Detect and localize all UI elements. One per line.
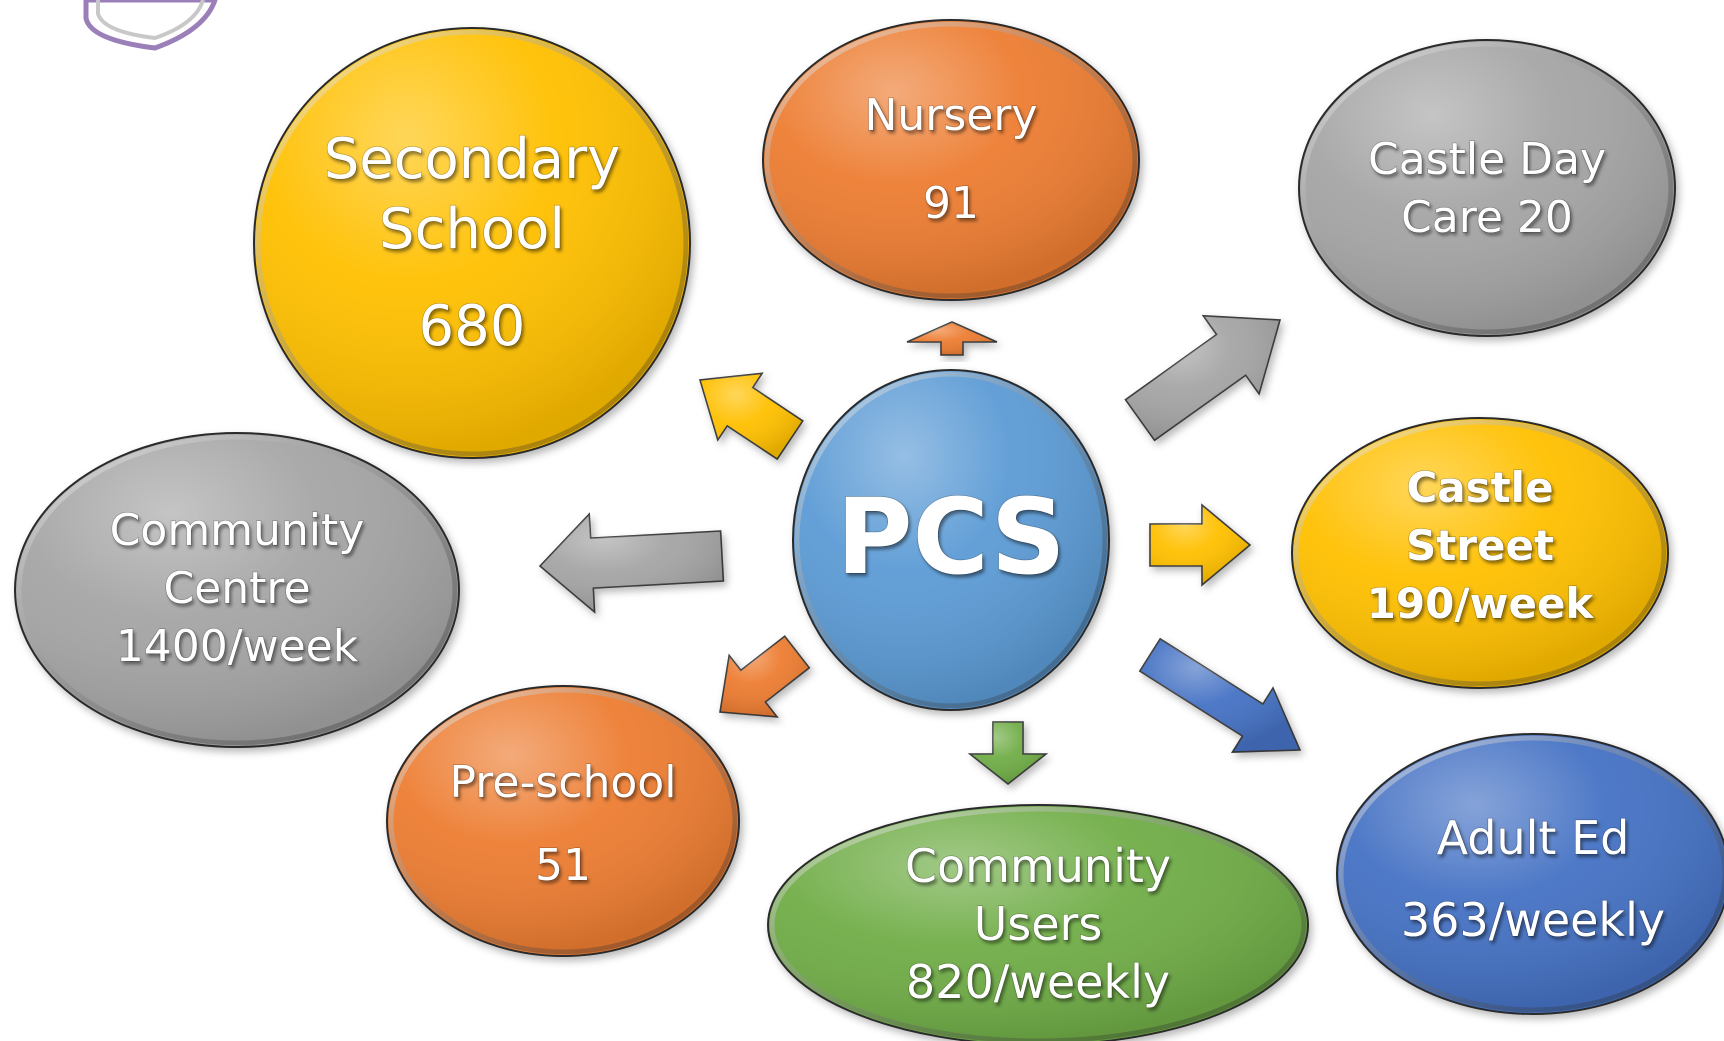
node-secondary-school-line-3: 680	[419, 294, 526, 359]
node-castle-day-care-line-2: Care 20	[1401, 192, 1573, 243]
center-label: PCS	[836, 476, 1065, 598]
arrow-to-nursery	[906, 321, 998, 356]
node-secondary-school-line-2: School	[379, 197, 565, 262]
arrows-layer	[538, 314, 1302, 786]
node-pre-school: Pre-school 51	[386, 685, 740, 957]
node-nursery-line-2: 91	[923, 178, 979, 229]
node-nursery-line-1: Nursery	[864, 90, 1037, 141]
arrow-to-preschool	[719, 635, 811, 718]
arrow-to-adult-ed	[1138, 637, 1302, 753]
node-secondary-school-line-1: Secondary	[324, 127, 621, 192]
node-community-users-line-1: Community	[905, 839, 1171, 893]
node-community-centre-line-2: Centre	[163, 563, 310, 614]
node-castle-street-line-3: 190/week	[1367, 579, 1595, 628]
arrow-to-secondary	[698, 372, 804, 461]
arrow-to-castle-day	[1124, 314, 1282, 442]
node-pcs-center: PCS	[792, 369, 1110, 711]
node-adult-ed-line-1: Adult Ed	[1437, 811, 1630, 865]
node-castle-street-line-1: Castle	[1406, 463, 1553, 512]
node-castle-street-line-2: Street	[1406, 521, 1554, 570]
node-adult-ed: Adult Ed 363/weekly	[1336, 733, 1724, 1015]
node-community-users-line-3: 820/weekly	[906, 955, 1170, 1009]
school-crest-logo	[83, 0, 218, 51]
arrow-to-community-centre	[538, 512, 725, 614]
arrow-to-community-users	[967, 721, 1049, 786]
node-nursery: Nursery 91	[762, 19, 1140, 301]
node-community-centre-line-3: 1400/week	[116, 621, 359, 672]
arrow-to-castle-street	[1149, 503, 1252, 587]
node-castle-day-care-line-1: Castle Day	[1368, 134, 1606, 185]
node-community-centre-line-1: Community	[110, 505, 365, 556]
node-community-users-line-2: Users	[974, 897, 1103, 951]
node-pre-school-line-2: 51	[535, 840, 591, 891]
node-pre-school-line-1: Pre-school	[450, 757, 677, 808]
node-adult-ed-line-2: 363/weekly	[1401, 893, 1665, 947]
